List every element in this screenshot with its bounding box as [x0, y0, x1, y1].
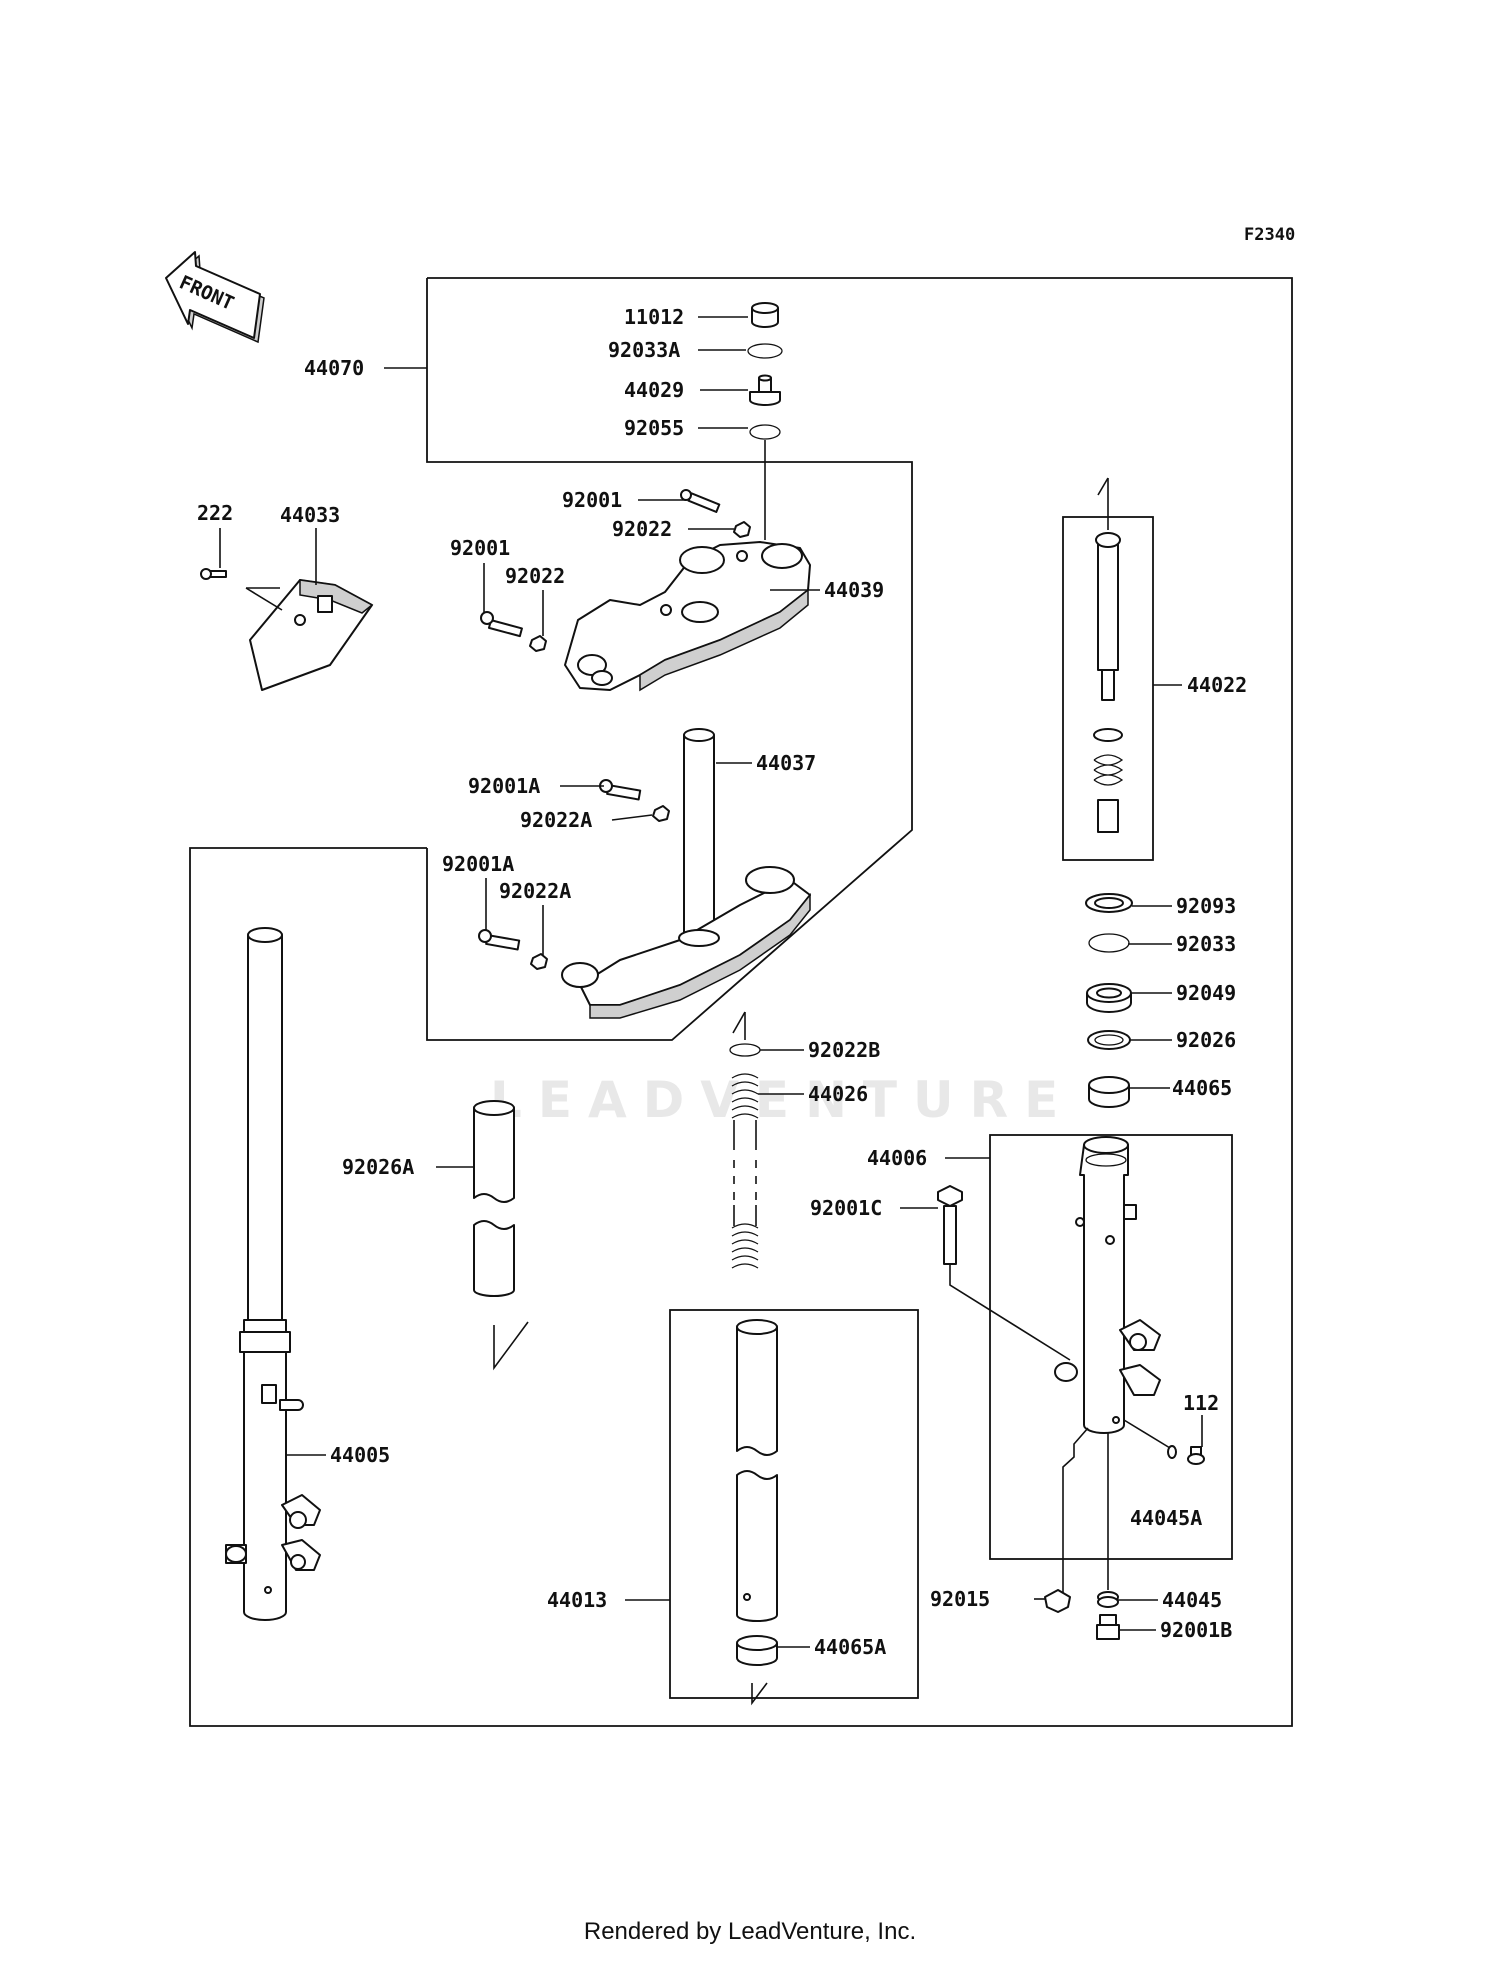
screw-112-icon: [1187, 1446, 1205, 1465]
upper-bracket-icon: [564, 541, 811, 692]
diagram-code: F2340: [1244, 225, 1295, 245]
label-44045A: 44045A: [1130, 1506, 1202, 1530]
collar-icon: [729, 1043, 761, 1057]
label-92022-upper: 92022: [612, 517, 672, 541]
label-92033: 92033: [1176, 932, 1236, 956]
bolt-92001B-icon: [1096, 1614, 1120, 1640]
label-44070: 44070: [304, 356, 364, 380]
nut-92022-upper-icon: [733, 521, 751, 538]
washer-92026-icon: [1087, 1030, 1131, 1050]
o-ring-icon: [749, 424, 781, 440]
cap-icon: [751, 302, 779, 328]
bolt-92001C-icon: [937, 1185, 963, 1265]
outer-tube-icon: [1054, 1136, 1161, 1434]
fork-plug-icon: [749, 374, 781, 406]
front-direction-arrow: FRONT: [165, 251, 265, 344]
label-11012: 11012: [624, 305, 684, 329]
nut-92022A-lower-icon: [530, 953, 548, 970]
bolt-92001-upper-icon: [680, 489, 721, 513]
label-44065A: 44065A: [814, 1635, 886, 1659]
label-92022B: 92022B: [808, 1038, 880, 1062]
steering-stem-icon: [561, 728, 811, 1019]
label-112: 112: [1183, 1391, 1219, 1415]
label-92093: 92093: [1176, 894, 1236, 918]
label-44033: 44033: [280, 503, 340, 527]
bolt-92001A-upper-icon: [599, 779, 642, 801]
label-44013: 44013: [547, 1588, 607, 1612]
nut-92022A-upper-icon: [652, 805, 670, 822]
retaining-ring-icon: [1088, 933, 1130, 953]
inner-tube-icon: [736, 1319, 778, 1622]
drain-plug-92015-icon: [1044, 1589, 1071, 1613]
assembly-44070-outline: [189, 277, 1293, 1727]
washer-44045-icon: [1097, 1591, 1119, 1608]
label-44039: 44039: [824, 578, 884, 602]
dust-seal-icon: [1085, 893, 1133, 913]
label-44029: 44029: [624, 378, 684, 402]
label-92022A-upper: 92022A: [520, 808, 592, 832]
guide-bush-44065A-icon: [736, 1635, 778, 1666]
fork-spring-icon: [731, 1073, 759, 1269]
label-92026: 92026: [1176, 1028, 1236, 1052]
nut-92022-left-icon: [529, 635, 547, 652]
upper-bracket-box: [426, 278, 913, 1041]
label-92055: 92055: [624, 416, 684, 440]
label-92001B: 92001B: [1160, 1618, 1232, 1642]
guide-bush-44065-icon: [1088, 1076, 1130, 1108]
label-44065: 44065: [1172, 1076, 1232, 1100]
label-92015: 92015: [930, 1587, 990, 1611]
label-92026A: 92026A: [342, 1155, 414, 1179]
spacer-pipe-icon: [473, 1100, 529, 1371]
label-92022A-lower: 92022A: [499, 879, 571, 903]
label-44005: 44005: [330, 1443, 390, 1467]
gasket-44045A-icon: [1167, 1445, 1177, 1459]
bolt-92001-left-icon: [480, 611, 523, 638]
screw-222-icon: [200, 568, 227, 580]
watermark: LEADVENTURE: [490, 1071, 1074, 1129]
inner-tube-box: [669, 1309, 919, 1699]
footer-credit: Rendered by LeadVenture, Inc.: [583, 1918, 917, 1945]
oil-seal-icon: [1086, 983, 1132, 1013]
label-92001A-upper: 92001A: [468, 774, 540, 798]
label-92049: 92049: [1176, 981, 1236, 1005]
leader-lines: [219, 316, 1182, 1648]
label-92033A: 92033A: [608, 338, 680, 362]
label-92022-left: 92022: [505, 564, 565, 588]
headlight-bracket-icon: [249, 579, 374, 691]
label-92001C: 92001C: [810, 1196, 882, 1220]
label-44037: 44037: [756, 751, 816, 775]
circlip-icon: [747, 343, 783, 359]
left-fork-assembly-icon: [225, 927, 321, 1621]
damper-rod-icon: [1093, 477, 1124, 833]
label-44022: 44022: [1187, 673, 1247, 697]
label-44006: 44006: [867, 1146, 927, 1170]
label-92001-left: 92001: [450, 536, 510, 560]
label-92001A-lower: 92001A: [442, 852, 514, 876]
label-44026: 44026: [808, 1082, 868, 1106]
label-222: 222: [197, 501, 233, 525]
label-92001-upper: 92001: [562, 488, 622, 512]
bolt-92001A-lower-icon: [478, 929, 521, 951]
outer-tube-box: [989, 1134, 1233, 1560]
label-44045: 44045: [1162, 1588, 1222, 1612]
